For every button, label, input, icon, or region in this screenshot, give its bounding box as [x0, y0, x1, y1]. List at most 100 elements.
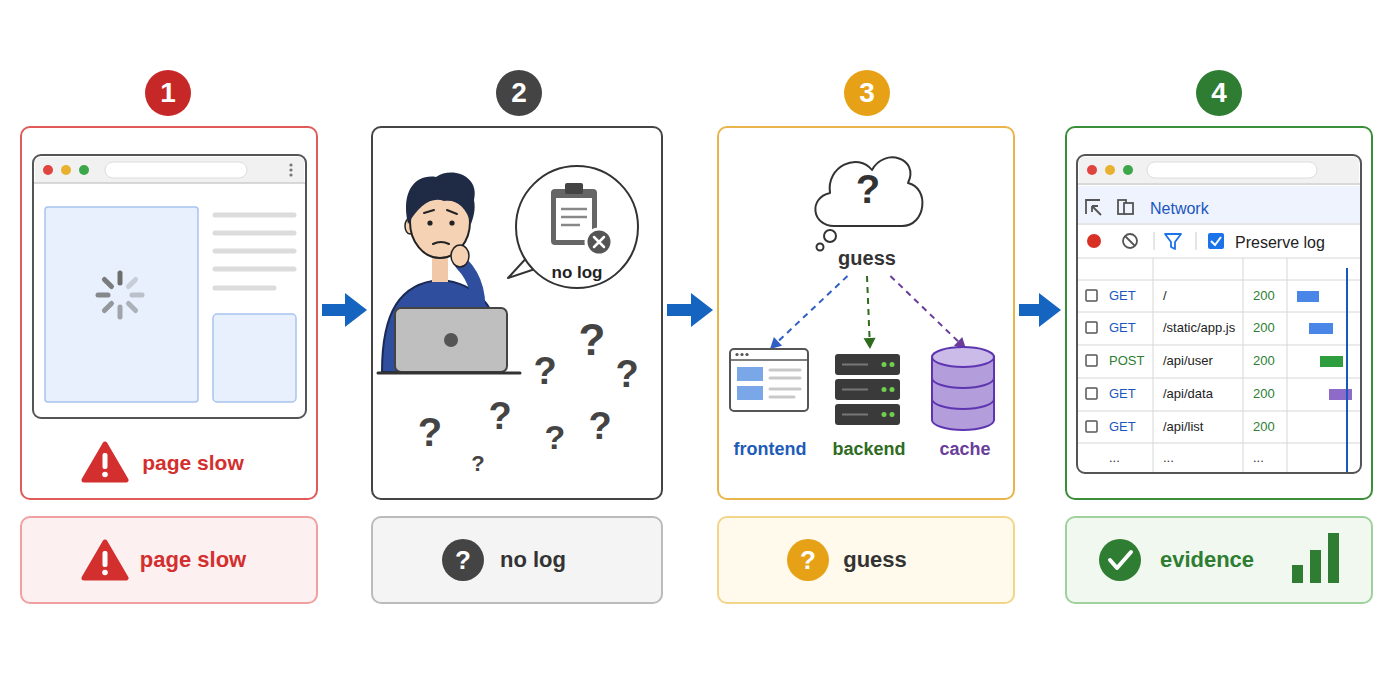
connector-line	[667, 304, 694, 316]
person-illustration	[427, 220, 432, 225]
devtools-window	[1078, 443, 1360, 444]
arrow-head	[1039, 293, 1061, 327]
frontend-icon	[770, 396, 794, 399]
devtools-window	[1346, 268, 1348, 472]
person-illustration	[449, 220, 454, 225]
person-illustration	[406, 173, 475, 224]
node-text: backend	[832, 439, 905, 461]
browser-window-icon	[129, 279, 136, 286]
browser-window-icon	[104, 279, 111, 286]
status-code: 200	[1253, 386, 1275, 402]
server-stack-icon	[890, 412, 895, 417]
warning-icon	[84, 444, 126, 480]
warning-icon	[102, 570, 108, 576]
browser-window-icon	[213, 314, 296, 402]
warning-icon	[103, 453, 108, 469]
clipboard-icon	[594, 237, 604, 247]
browser-window-icon	[215, 286, 274, 291]
devtools-window	[1287, 258, 1288, 472]
database-cylinder-icon	[932, 347, 994, 367]
devtools-window	[1078, 312, 1360, 313]
summary-box: page slow	[20, 516, 318, 604]
http-method: GET	[1109, 320, 1136, 336]
devtools-window	[1078, 183, 1360, 185]
server-stack-icon	[835, 404, 900, 425]
node-text: evidence	[1160, 547, 1254, 573]
status-code: 200	[1253, 288, 1275, 304]
component-icon: backend	[824, 347, 916, 465]
clipboard-icon	[565, 183, 583, 194]
browser-window-icon	[215, 215, 294, 288]
browser-window-icon	[289, 173, 292, 176]
check-and-chart-icon	[1110, 552, 1131, 568]
node-text: ?	[856, 165, 880, 213]
flow-arrow	[667, 293, 713, 327]
devtools-window	[1154, 232, 1155, 250]
devtools-window	[1086, 322, 1097, 333]
browser-window-icon	[132, 293, 142, 298]
request-path: /static/app.js	[1163, 320, 1235, 336]
devtools-window	[1243, 258, 1244, 472]
browser-window-icon	[105, 162, 247, 178]
http-method: GET	[1109, 419, 1136, 435]
flow-arrow	[322, 293, 367, 327]
connector-line	[777, 276, 848, 343]
clipboard-icon	[556, 198, 592, 240]
frontend-icon	[740, 353, 743, 356]
browser-window-icon	[215, 213, 294, 218]
frontend-icon	[770, 370, 800, 397]
person-illustration	[433, 242, 449, 244]
http-method: GET	[1109, 386, 1136, 402]
browser-window-icon	[79, 165, 89, 175]
server-stack-icon	[882, 362, 887, 367]
devtools-window	[1297, 291, 1319, 302]
laptop-icon	[378, 372, 520, 375]
frontend-icon	[770, 369, 800, 372]
server-stack-icon	[882, 412, 887, 417]
browser-window-icon	[104, 304, 111, 311]
clipboard-icon	[561, 216, 587, 219]
laptop-icon	[395, 308, 507, 372]
table-cell: ...	[1109, 450, 1120, 466]
server-stack-icon	[890, 387, 895, 392]
thought-cloud	[817, 244, 824, 251]
node-text: cache	[939, 439, 990, 461]
step-panel: 1page slow	[20, 126, 318, 500]
summary-box: guess	[717, 516, 1015, 604]
frontend-icon	[737, 386, 763, 400]
devtools-window	[1078, 224, 1360, 225]
frontend-icon	[730, 349, 808, 411]
devtools-window	[1208, 233, 1224, 249]
server-stack-icon	[842, 364, 868, 366]
frontend-icon	[737, 367, 763, 381]
step-panel: 3 ?guessfrontendbackendcache	[717, 126, 1015, 500]
clipboard-icon	[586, 229, 612, 255]
flow-arrow	[1019, 293, 1061, 327]
node-text: no log	[552, 263, 603, 283]
status-code: 200	[1253, 320, 1275, 336]
devtools-window	[1078, 258, 1360, 472]
devtools-window	[1077, 155, 1361, 473]
summary-box: evidence	[1065, 516, 1373, 604]
node-text: page slow	[142, 450, 244, 475]
browser-window-icon	[289, 168, 292, 171]
browser-window-icon	[98, 273, 142, 317]
browser-window-icon	[129, 304, 136, 311]
question-mark: ?	[579, 314, 606, 367]
server-stack-icon	[890, 362, 895, 367]
database-cylinder-icon	[932, 378, 994, 409]
request-path: /api/data	[1163, 386, 1213, 402]
http-method: GET	[1109, 288, 1136, 304]
speech-bubble	[516, 166, 638, 288]
question-mark: ?	[471, 451, 484, 477]
browser-window-icon	[98, 293, 108, 298]
node-text: frontend	[734, 439, 807, 461]
devtools-window	[1123, 234, 1137, 248]
server-stack-icon	[882, 362, 895, 417]
check-and-chart-icon	[1099, 539, 1141, 581]
component-icon: frontend	[724, 347, 816, 465]
devtools-window	[1087, 165, 1097, 175]
devtools-window	[1125, 236, 1135, 246]
devtools-window	[1105, 165, 1115, 175]
browser-window-icon	[43, 165, 53, 175]
